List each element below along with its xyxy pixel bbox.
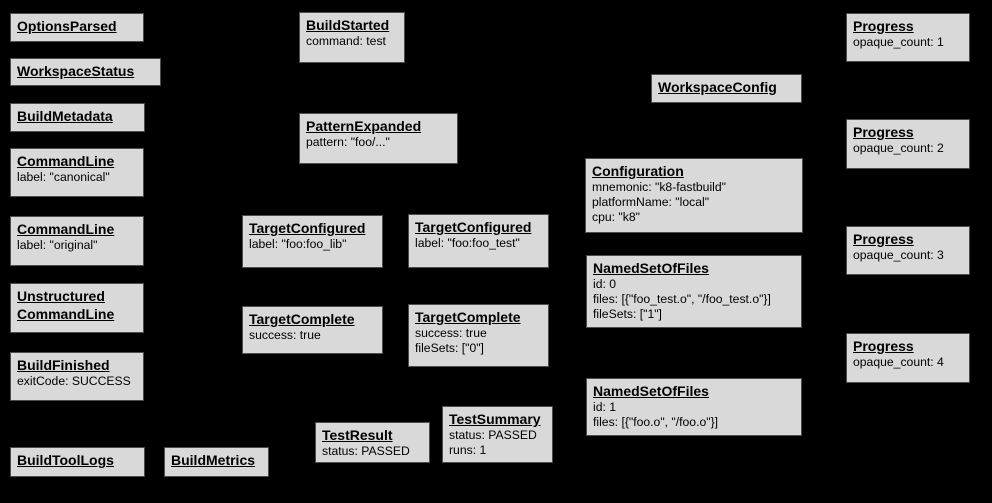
- node-field: opaque_count: 3: [853, 248, 944, 262]
- node-progress-1: Progress opaque_count: 1: [846, 13, 970, 62]
- node-progress-3: Progress opaque_count: 3: [846, 226, 970, 275]
- node-title: CommandLine: [17, 153, 115, 169]
- node-field: files: [{"foo.o", "/foo.o"}]: [593, 415, 719, 429]
- node-field: runs: 1: [449, 443, 487, 457]
- node-title: OptionsParsed: [17, 18, 117, 34]
- node-build-metadata: BuildMetadata: [10, 103, 145, 132]
- node-field: label: "foo:foo_lib": [249, 237, 347, 251]
- node-options-parsed: OptionsParsed: [10, 13, 144, 42]
- node-title: NamedSetOfFiles: [593, 260, 709, 276]
- node-field: command: test: [306, 34, 386, 48]
- node-field: opaque_count: 1: [853, 35, 944, 49]
- node-title: BuildStarted: [306, 17, 390, 33]
- node-test-result: TestResult status: PASSED: [315, 422, 430, 463]
- node-target-configured-foo-lib: TargetConfigured label: "foo:foo_lib": [242, 215, 383, 268]
- node-title: BuildMetrics: [171, 452, 256, 468]
- node-title: WorkspaceStatus: [17, 63, 135, 79]
- node-build-finished: BuildFinished exitCode: SUCCESS: [10, 352, 144, 401]
- node-field: status: PASSED: [322, 444, 410, 458]
- node-target-complete-foo-test: TargetComplete success: true fileSets: […: [408, 304, 549, 367]
- node-target-complete-foo-lib: TargetComplete success: true: [242, 306, 383, 354]
- node-field: success: true: [249, 328, 321, 342]
- node-field: exitCode: SUCCESS: [17, 374, 131, 388]
- node-title: CommandLine: [17, 221, 115, 237]
- node-title: BuildToolLogs: [17, 452, 114, 468]
- node-field: platformName: "local": [592, 195, 710, 209]
- node-configuration: Configuration mnemonic: "k8-fastbuild" p…: [585, 158, 803, 233]
- node-title: Progress: [853, 124, 914, 140]
- node-field: pattern: "foo/...": [306, 135, 390, 149]
- node-test-summary: TestSummary status: PASSED runs: 1: [442, 406, 553, 463]
- node-pattern-expanded: PatternExpanded pattern: "foo/...": [299, 113, 458, 164]
- node-title: BuildMetadata: [17, 108, 113, 124]
- node-field: status: PASSED: [449, 428, 537, 442]
- node-command-line-original: CommandLine label: "original": [10, 216, 144, 266]
- node-named-set-of-files-1: NamedSetOfFiles id: 1 files: [{"foo.o", …: [586, 378, 802, 436]
- node-target-configured-foo-test: TargetConfigured label: "foo:foo_test": [408, 214, 549, 268]
- node-title: Progress: [853, 338, 914, 354]
- node-title: Unstructured CommandLine: [17, 288, 115, 322]
- node-build-tool-logs: BuildToolLogs: [10, 447, 145, 477]
- node-build-started: BuildStarted command: test: [299, 12, 405, 63]
- node-progress-2: Progress opaque_count: 2: [846, 119, 970, 169]
- node-title: TargetComplete: [415, 309, 521, 325]
- node-title: TargetComplete: [249, 311, 355, 327]
- node-field: mnemonic: "k8-fastbuild": [592, 180, 726, 194]
- node-named-set-of-files-0: NamedSetOfFiles id: 0 files: [{"foo_test…: [586, 255, 802, 328]
- node-field: id: 0: [593, 277, 617, 291]
- node-progress-4: Progress opaque_count: 4: [846, 333, 970, 383]
- node-field: id: 1: [593, 400, 617, 414]
- node-field: success: true: [415, 326, 487, 340]
- node-title: Progress: [853, 231, 914, 247]
- node-field: opaque_count: 4: [853, 355, 944, 369]
- node-title: BuildFinished: [17, 357, 110, 373]
- node-title: TargetConfigured: [249, 220, 366, 236]
- node-field: opaque_count: 2: [853, 141, 944, 155]
- node-title: Progress: [853, 18, 914, 34]
- node-title: TestSummary: [449, 411, 541, 427]
- node-workspace-config: WorkspaceConfig: [651, 74, 802, 103]
- node-field: label: "canonical": [17, 170, 110, 184]
- node-workspace-status: WorkspaceStatus: [10, 58, 161, 86]
- node-field: cpu: "k8": [592, 210, 640, 224]
- node-field: fileSets: ["1"]: [593, 307, 662, 321]
- node-field: fileSets: ["0"]: [415, 341, 484, 355]
- node-build-metrics: BuildMetrics: [164, 447, 269, 477]
- node-title: NamedSetOfFiles: [593, 383, 709, 399]
- node-field: label: "foo:foo_test": [415, 236, 520, 250]
- node-title: WorkspaceConfig: [658, 79, 777, 95]
- node-command-line-canonical: CommandLine label: "canonical": [10, 148, 144, 197]
- node-field: label: "original": [17, 238, 98, 252]
- node-title: TestResult: [322, 427, 393, 443]
- node-title: TargetConfigured: [415, 219, 532, 235]
- node-field: files: [{"foo_test.o", "/foo_test.o"}]: [593, 292, 771, 306]
- node-title: PatternExpanded: [306, 118, 422, 134]
- node-title: Configuration: [592, 163, 684, 179]
- node-unstructured-command-line: Unstructured CommandLine: [10, 283, 144, 333]
